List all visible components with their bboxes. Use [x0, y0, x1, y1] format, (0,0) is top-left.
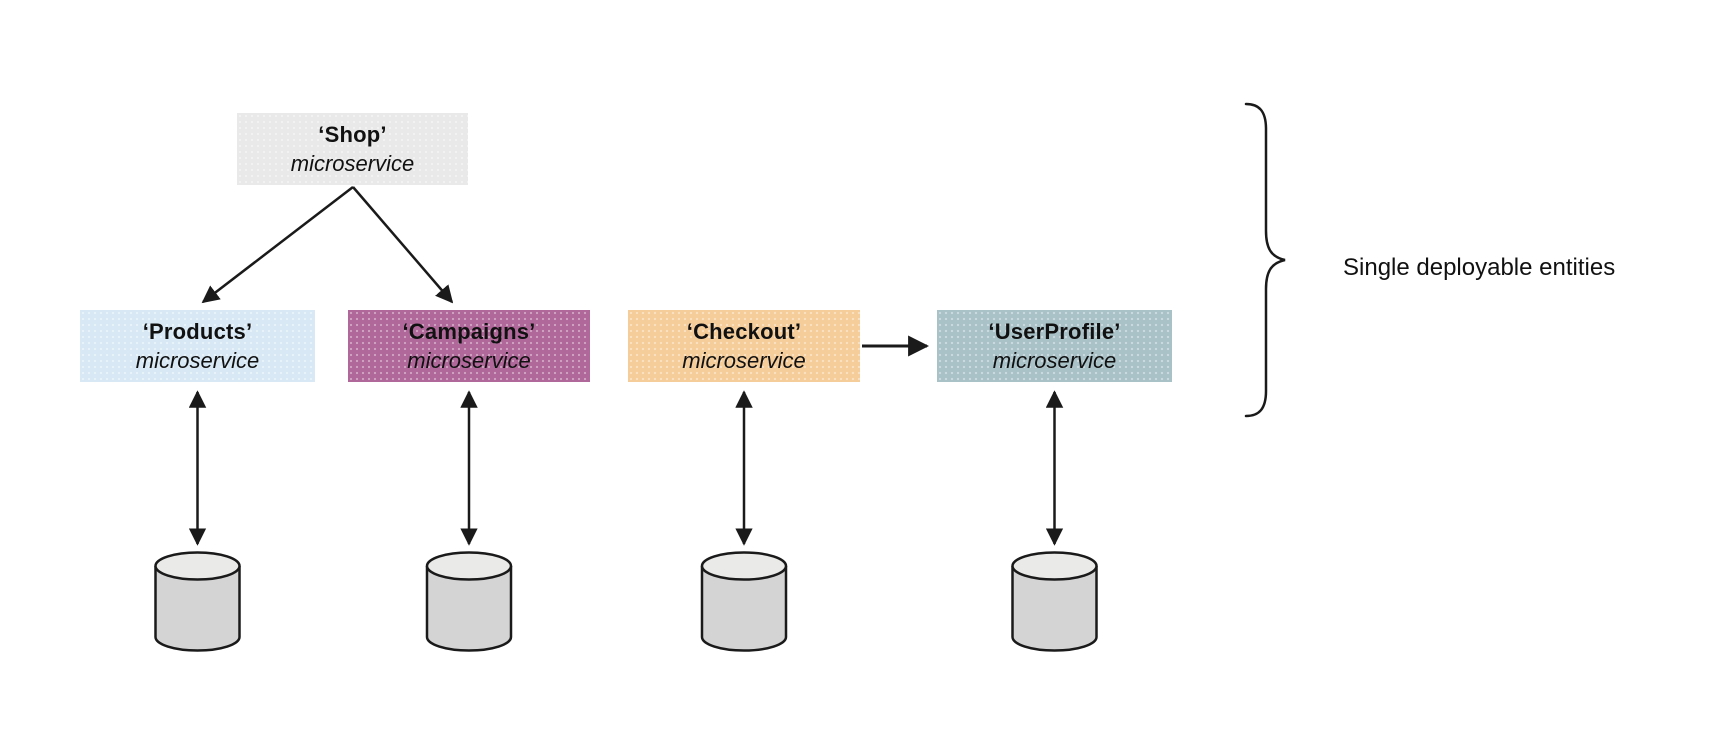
node-products-subtitle: microservice	[135, 348, 260, 373]
node-campaigns: ‘Campaigns’ microservice	[348, 310, 590, 382]
arrow-shop-to-products	[201, 186, 354, 304]
node-checkout: ‘Checkout’ microservice	[628, 310, 860, 382]
node-checkout-subtitle: microservice	[682, 348, 806, 373]
curly-brace	[1244, 102, 1286, 418]
node-campaigns-subtitle: microservice	[407, 348, 531, 373]
node-shop-title: ‘Shop’	[318, 122, 387, 147]
node-checkout-title: ‘Checkout’	[686, 319, 802, 344]
node-userprofile: ‘UserProfile’ microservice	[937, 310, 1172, 382]
node-products: ‘Products’ microservice	[80, 310, 315, 382]
node-userprofile-title: ‘UserProfile’	[988, 319, 1121, 344]
brace-annotation-label: Single deployable entities	[1343, 254, 1616, 281]
node-campaigns-title: ‘Campaigns’	[402, 319, 536, 344]
database-cylinder-icon	[425, 551, 513, 652]
node-shop-subtitle: microservice	[290, 151, 415, 176]
database-cylinder-icon	[154, 551, 241, 652]
database-cylinder-icon	[1011, 551, 1098, 652]
database-cylinder-icon	[700, 551, 788, 652]
node-userprofile-subtitle: microservice	[992, 348, 1117, 373]
node-shop: ‘Shop’ microservice	[237, 113, 468, 185]
arrow-shop-to-campaigns	[352, 186, 454, 304]
node-products-title: ‘Products’	[142, 319, 253, 344]
